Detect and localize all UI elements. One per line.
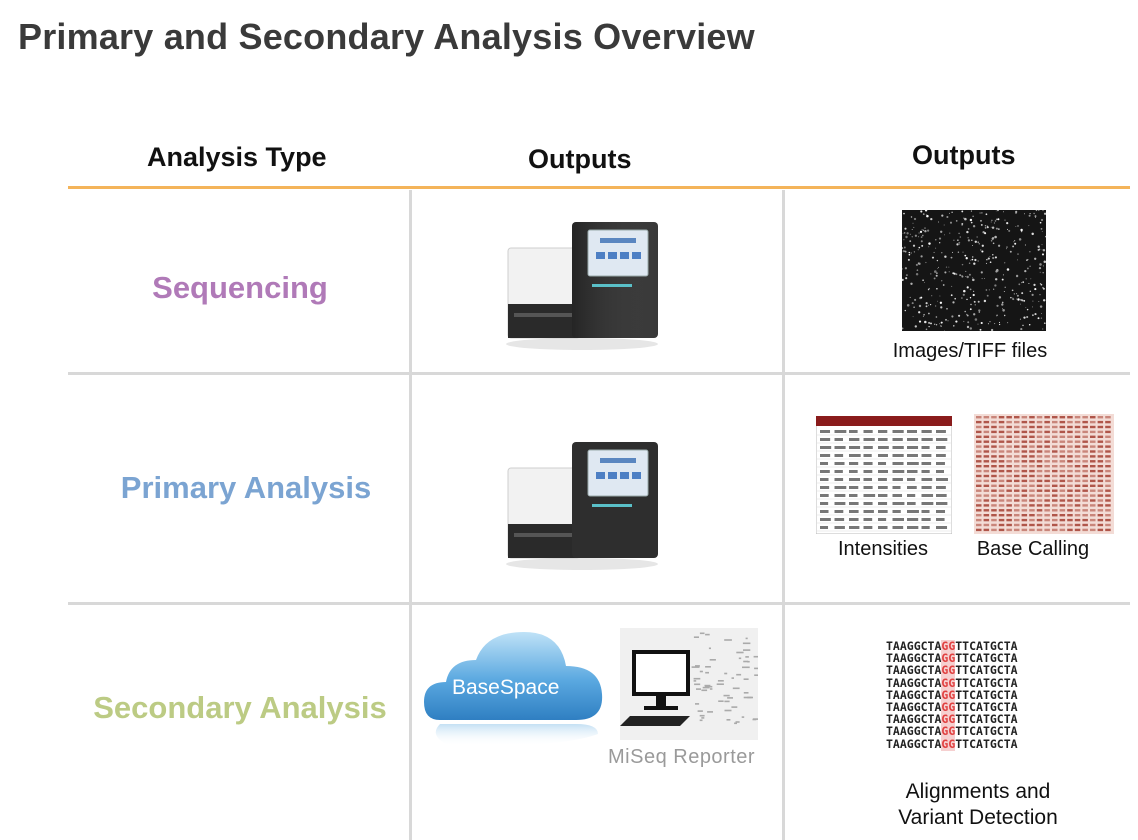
grid-vertical-2 — [782, 190, 785, 840]
alignment-row: TAAGGCTAGGTTCATGCTA — [886, 640, 1018, 653]
flowcell-image — [902, 210, 1046, 331]
caption-images-tiff: Images/TIFF files — [892, 340, 1048, 362]
header-divider — [68, 186, 1130, 189]
alignment-row: TAAGGCTAGGTTCATGCTA — [886, 700, 1018, 715]
caption-alignments-line2: Variant Detection — [898, 806, 1058, 829]
base-calling-image — [974, 414, 1114, 534]
caption-base-calling: Base Calling — [976, 538, 1090, 560]
basespace-label: BaseSpace — [452, 676, 560, 699]
alignment-row: TAAGGCTAGGTTCATGCTA — [886, 663, 1018, 678]
sequencer-instrument-image — [506, 222, 658, 350]
basespace-cloud-icon — [424, 632, 603, 747]
alignment-row: TAAGGCTAGGTTCATGCTA — [886, 724, 1018, 739]
grid-horizontal-2 — [68, 602, 1130, 605]
column-header-analysis-type: Analysis Type — [147, 142, 327, 172]
miseq-reporter-icon — [620, 628, 758, 740]
page-title: Primary and Secondary Analysis Overview — [18, 16, 755, 57]
caption-intensities: Intensities — [837, 538, 929, 560]
alignment-row: TAAGGCTAGGTTCATGCTA — [886, 687, 1018, 702]
intensities-table-image — [816, 416, 952, 534]
alignment-row: TAAGGCTAGGTTCATGCTA — [886, 712, 1018, 727]
grid-horizontal-1 — [68, 372, 1130, 375]
alignment-row: TAAGGCTAGGTTCATGCTA — [886, 675, 1018, 690]
sequencer-instrument-image-2 — [506, 442, 658, 570]
row-label-secondary-analysis: Secondary Analysis — [93, 690, 387, 725]
miseq-reporter-label: MiSeq Reporter — [608, 746, 756, 768]
row-label-primary-analysis: Primary Analysis — [120, 470, 372, 505]
column-header-outputs-1: Outputs — [528, 144, 632, 174]
caption-alignments-line1: Alignments and — [905, 780, 1051, 803]
alignment-row: TAAGGCTAGGTTCATGCTA — [886, 736, 1018, 751]
column-header-outputs-2: Outputs — [912, 140, 1016, 170]
grid-vertical-1 — [409, 190, 412, 840]
alignment-row: TAAGGCTAGGTTCATGCTA — [886, 651, 1018, 666]
row-label-sequencing: Sequencing — [152, 270, 328, 305]
